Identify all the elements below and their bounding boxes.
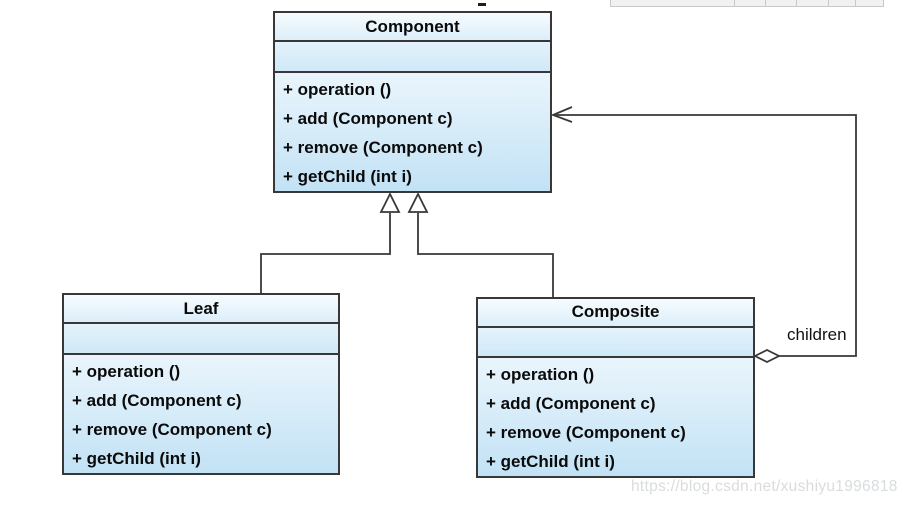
class-name: Component (275, 13, 550, 43)
class-box-composite: Composite + operation () + add (Componen… (476, 297, 755, 478)
class-name: Composite (478, 299, 753, 328)
methods-compartment: + operation () + add (Component c) + rem… (64, 355, 338, 473)
methods-compartment: + operation () + add (Component c) + rem… (478, 358, 753, 476)
method-item: + operation () (72, 362, 181, 381)
spreadsheet-cell (735, 0, 766, 6)
spreadsheet-row-fragment (610, 0, 884, 7)
method-item: + remove (Component c) (72, 420, 272, 439)
attributes-compartment (275, 42, 550, 73)
method-item: + add (Component c) (72, 391, 242, 410)
method-item: + operation () (486, 365, 595, 384)
spreadsheet-cell (611, 0, 735, 6)
spreadsheet-cell (797, 0, 829, 6)
inheritance-arrow-icon (379, 191, 401, 213)
spreadsheet-cell (766, 0, 797, 6)
spreadsheet-cell (829, 0, 856, 6)
aggregation-diamond-icon (752, 348, 782, 364)
attributes-compartment (478, 327, 753, 358)
method-item: + getChild (int i) (72, 449, 201, 468)
inheritance-connector-composite (417, 213, 554, 297)
class-name: Leaf (64, 295, 338, 325)
method-item: + getChild (int i) (486, 452, 615, 471)
cursor-artifact (478, 3, 486, 6)
open-arrowhead-icon (550, 106, 573, 123)
watermark-text: https://blog.csdn.net/xushiyu1996818 (631, 478, 898, 495)
attributes-compartment (64, 324, 338, 355)
method-item: + add (Component c) (486, 394, 656, 413)
method-item: + remove (Component c) (486, 423, 686, 442)
inheritance-connector-leaf (260, 213, 391, 293)
method-item: + remove (Component c) (283, 138, 483, 157)
method-item: + getChild (int i) (283, 167, 412, 186)
class-box-component: Component + operation () + add (Componen… (273, 11, 552, 193)
inheritance-arrow-icon (407, 191, 429, 213)
method-item: + operation () (283, 80, 392, 99)
methods-compartment: + operation () + add (Component c) + rem… (275, 73, 550, 191)
class-box-leaf: Leaf + operation () + add (Component c) … (62, 293, 340, 475)
method-item: + add (Component c) (283, 109, 453, 128)
spreadsheet-cell (856, 0, 883, 6)
association-role-label: children (787, 325, 847, 344)
